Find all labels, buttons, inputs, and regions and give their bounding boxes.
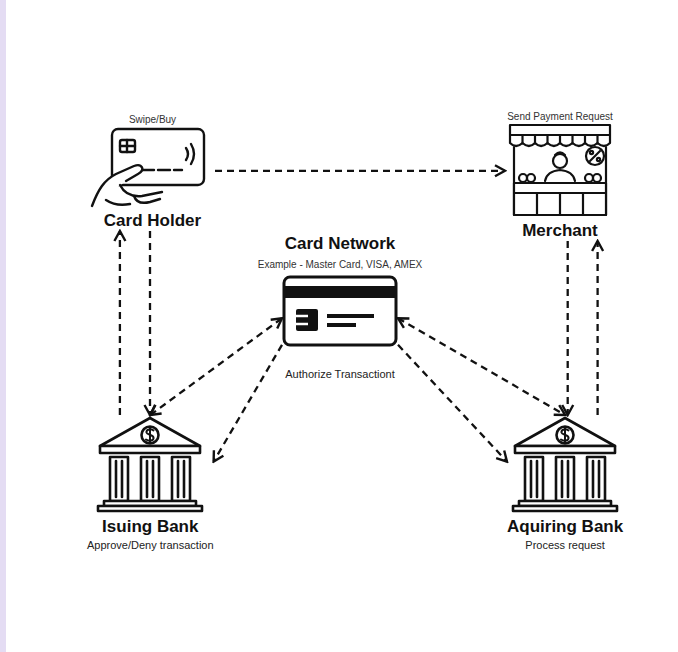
shop-icon [505, 123, 615, 218]
diagram-node: Swipe/Buy Card Holder [90, 113, 215, 231]
side-strip [0, 0, 6, 652]
network-card-icon [282, 275, 398, 347]
node-title: Aquiring Bank [507, 517, 623, 537]
dashed-connector [567, 241, 569, 415]
node-title: Card Network [285, 234, 396, 254]
node-caption: Send Payment Request [507, 110, 613, 123]
bank-icon [95, 415, 205, 513]
dashed-connector [214, 345, 282, 462]
dashed-connector [398, 345, 507, 462]
node-caption: Process request [525, 538, 604, 552]
dashed-connector [215, 170, 505, 172]
bank-icon [510, 415, 620, 513]
dashed-connector [150, 318, 282, 415]
dashed-connector [398, 318, 565, 415]
dashed-connector [596, 241, 598, 415]
diagram-node: Send Payment Request [505, 110, 615, 241]
dashed-connector [119, 231, 121, 415]
diagram-node: Isuing BankApprove/Deny transaction [87, 415, 214, 552]
node-caption: Example - Master Card, VISA, AMEX [258, 258, 423, 271]
node-title: Card Holder [104, 211, 201, 231]
diagram-node: Card NetworkExample - Master Card, VISA,… [282, 275, 398, 347]
node-caption: Authorize Transactiont [285, 367, 394, 381]
diagram-node: Aquiring BankProcess request [507, 415, 623, 552]
node-title: Merchant [522, 221, 598, 241]
hand-card-icon [90, 126, 215, 208]
node-caption: Swipe/Buy [129, 113, 176, 126]
node-title: Isuing Bank [102, 517, 198, 537]
dashed-connector [149, 231, 151, 415]
node-caption: Approve/Deny transaction [87, 538, 214, 552]
